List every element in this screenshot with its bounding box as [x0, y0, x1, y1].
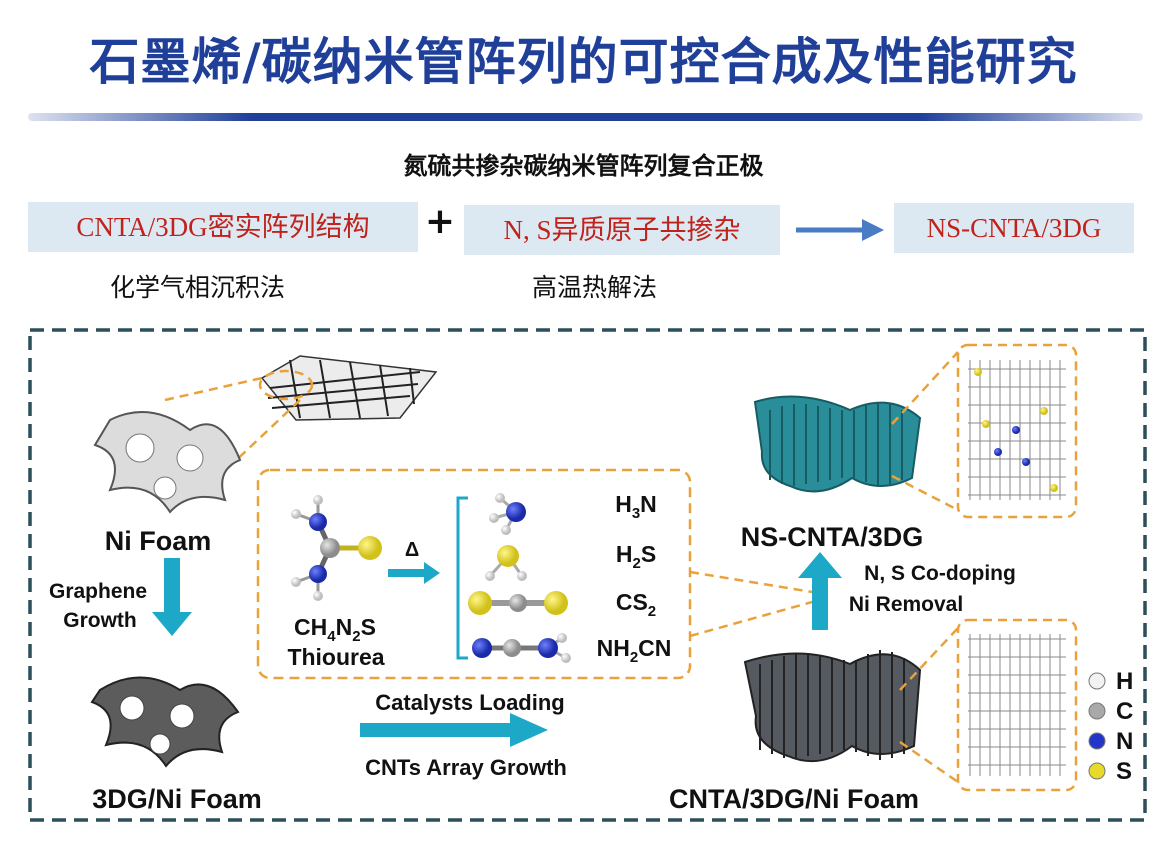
- h2s-molecule-icon: [485, 545, 527, 581]
- label-h3n: H3N: [615, 491, 657, 522]
- zoom-callout-lines: [164, 369, 314, 469]
- cnta-3dg-ni-foam-icon: [743, 650, 922, 763]
- step-box-ns-doping: N, S异质原子共掺杂: [464, 205, 780, 255]
- scheme-frame: [28, 328, 1147, 822]
- thiourea-molecule-icon: [291, 495, 382, 601]
- label-thiourea: Thiourea: [287, 644, 384, 670]
- legend-swatch-s: [1088, 762, 1106, 780]
- 3dg-ni-foam-icon: [90, 676, 240, 768]
- method-label-pyrolysis: 高温热解法: [532, 273, 658, 302]
- cs2-molecule-icon: [468, 591, 568, 615]
- label-graphene: Graphene: [49, 580, 147, 603]
- pristine-nanotube-panel: [956, 618, 1078, 792]
- step-box-cnta-structure: CNTA/3DG密实阵列结构: [28, 202, 418, 252]
- label-catalysts-loading: Catalysts Loading: [375, 690, 564, 715]
- ns-cnta-3dg-icon: [753, 395, 922, 493]
- products-bracket: [456, 496, 468, 660]
- heat-arrow-icon: [388, 562, 440, 584]
- ni-foam-icon: [93, 411, 242, 514]
- legend-swatch-n: [1088, 732, 1106, 750]
- label-nh2cn: NH2CN: [597, 635, 672, 666]
- label-thiourea-formula: CH4N2S: [294, 614, 376, 645]
- doped-nanotube-panel: [956, 343, 1078, 519]
- legend-label-c: C: [1116, 698, 1133, 725]
- product-callout-lines: [891, 351, 959, 512]
- up-arrow-icon: [798, 552, 842, 630]
- label-ni-foam: Ni Foam: [105, 526, 212, 556]
- legend-swatch-c: [1088, 702, 1106, 720]
- label-h2s: H2S: [616, 541, 656, 572]
- page-title: 石墨烯/碳纳米管阵列的可控合成及性能研究: [89, 33, 1078, 91]
- method-label-cvd: 化学气相沉积法: [110, 273, 286, 302]
- label-delta: Δ: [405, 539, 419, 561]
- nh3-molecule-icon: [489, 493, 526, 535]
- legend-label-s: S: [1116, 758, 1132, 785]
- legend-label-h: H: [1116, 668, 1133, 695]
- label-growth: Growth: [63, 609, 137, 632]
- plus-sign: +: [424, 201, 456, 242]
- precursor-callout-lines: [899, 627, 959, 784]
- nh2cn-molecule-icon: [472, 633, 571, 663]
- label-ns-cnta-3dg: NS-CNTA/3DG: [741, 522, 924, 552]
- legend-label-n: N: [1116, 728, 1133, 755]
- section-subtitle: 氮硫共掺杂碳纳米管阵列复合正极: [403, 152, 764, 180]
- right-arrow-icon: [360, 713, 548, 747]
- label-cnts-array-growth: CNTs Array Growth: [365, 755, 567, 780]
- down-arrow-icon: [152, 558, 192, 636]
- title-divider: [28, 113, 1143, 121]
- graphene-sheet-icon: [260, 355, 438, 421]
- step-box-product: NS-CNTA/3DG: [894, 203, 1134, 253]
- label-ns-codoping: N, S Co-doping: [864, 562, 1016, 585]
- label-cnta-3dg-ni-foam: CNTA/3DG/Ni Foam: [669, 784, 919, 814]
- legend-swatch-h: [1088, 672, 1106, 690]
- pyrolysis-inset: [256, 468, 692, 680]
- doping-callout-lines: [689, 570, 813, 638]
- step-arrow-icon: [796, 219, 884, 241]
- label-cs2: CS2: [616, 589, 656, 620]
- label-ni-removal: Ni Removal: [849, 593, 963, 616]
- label-3dg-ni-foam: 3DG/Ni Foam: [92, 784, 262, 814]
